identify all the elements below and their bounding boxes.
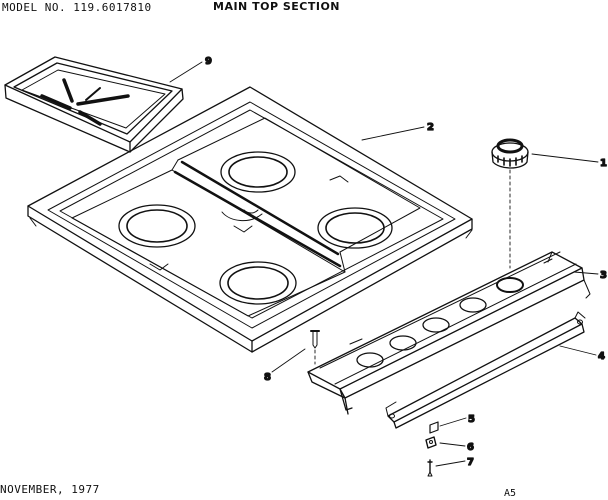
leader-lines (169, 61, 599, 467)
callout-8: 8 (264, 372, 271, 383)
small-parts (425, 421, 439, 477)
model-number: MODEL NO. 119.6017810 (2, 1, 152, 14)
diagram-title: MAIN TOP SECTION (213, 0, 340, 13)
callout-4: 4 (598, 351, 605, 362)
callout-3: 3 (600, 270, 607, 281)
bracket-part (385, 311, 586, 429)
page-code: A5 (504, 488, 517, 499)
callout-9: 9 (205, 56, 212, 67)
callout-7: 7 (467, 457, 474, 468)
callout-1: 1 (600, 158, 607, 169)
callout-5: 5 (468, 414, 475, 425)
footer-date: NOVEMBER, 1977 (0, 483, 100, 496)
cooktop-part (27, 86, 473, 353)
grate-part (4, 56, 184, 153)
control-panel-part (307, 251, 591, 415)
callout-2: 2 (427, 122, 434, 133)
knob-part (491, 138, 529, 269)
callout-6: 6 (467, 442, 474, 453)
screw-8-part (310, 330, 320, 365)
